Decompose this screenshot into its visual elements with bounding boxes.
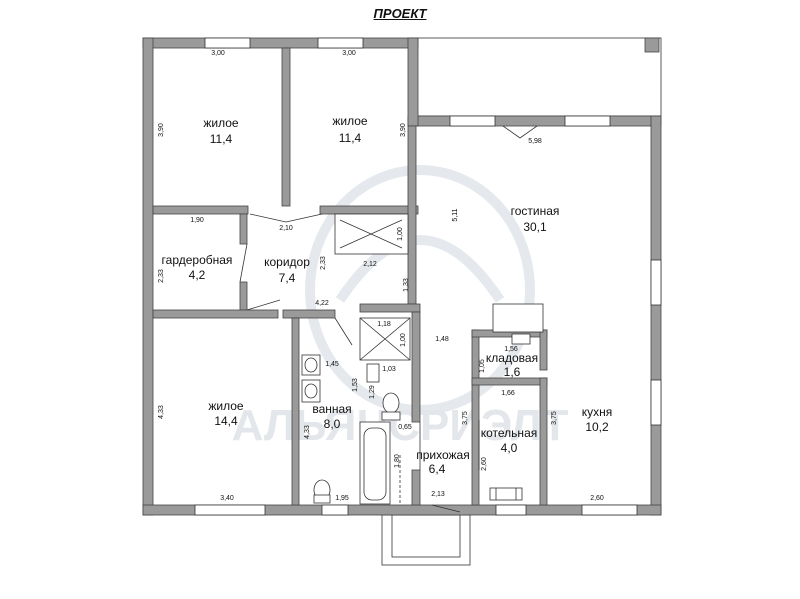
dimension-label: 1,95 xyxy=(335,495,349,502)
dimension-label: 2,60 xyxy=(590,495,604,502)
dimension-label: 1,03 xyxy=(382,366,396,373)
room-area: 6,4 xyxy=(429,462,446,476)
dimension-label: 1,53 xyxy=(352,378,359,392)
dimension-label: 1,18 xyxy=(377,321,391,328)
dimension-label: 1,80 xyxy=(394,454,401,468)
room-area: 14,4 xyxy=(214,414,238,428)
room-area: 10,2 xyxy=(585,420,609,434)
shower-cabin xyxy=(359,317,411,361)
room-name: гостиная xyxy=(511,204,560,218)
dimension-label: 3,40 xyxy=(220,495,234,502)
dimension-label: 1,33 xyxy=(403,278,410,292)
dimension-label: 1,90 xyxy=(190,217,204,224)
room-area: 7,4 xyxy=(279,271,296,285)
interior-walls xyxy=(152,47,548,506)
watermark-text: АЛЬЯНСРИЭЛТ xyxy=(232,401,569,450)
room-name: гардеробная xyxy=(162,253,233,267)
room-area: 4,0 xyxy=(501,441,518,455)
dimension-label: 1,05 xyxy=(479,359,486,373)
room-name: кухня xyxy=(582,405,613,419)
plan-title: ПРОЕКТ xyxy=(373,6,427,21)
room-name: коридор xyxy=(264,255,310,269)
room-area: 11,4 xyxy=(210,132,233,146)
dimension-label: 2,33 xyxy=(158,269,165,283)
dimension-label: 1,66 xyxy=(501,390,515,397)
kitchen-fixtures xyxy=(489,303,544,501)
dimension-label: 3,90 xyxy=(158,123,165,137)
outer-walls xyxy=(142,37,662,516)
dimension-label: 1,29 xyxy=(369,385,376,399)
room-name: жилое xyxy=(332,114,368,128)
dimension-label: 5,11 xyxy=(452,208,459,221)
dimension-label: 4,33 xyxy=(158,405,165,419)
room-name: прихожая xyxy=(416,448,469,462)
room-area: 4,2 xyxy=(189,268,206,282)
bathroom-fixtures xyxy=(301,354,401,505)
room-area: 11,4 xyxy=(339,131,362,145)
room-labels: жилое 11,4 жилое 11,4 гостиная 30,1 гард… xyxy=(162,114,613,476)
dimension-label: 4,33 xyxy=(304,425,311,439)
room-area: 30,1 xyxy=(523,220,547,234)
dimension-label: 3,90 xyxy=(400,123,407,137)
porch-outline xyxy=(381,514,471,566)
dimension-label: 5,98 xyxy=(528,138,542,145)
dimension-label: 1,45 xyxy=(325,361,339,368)
dimension-label: 3,00 xyxy=(211,50,225,57)
wardrobe-cabinet xyxy=(334,213,409,255)
dimension-label: 4,22 xyxy=(315,300,329,307)
dimension-labels: 3,00 3,00 3,90 3,90 5,98 5,11 1,90 2,10 … xyxy=(158,50,604,502)
dimension-label: 1,48 xyxy=(435,336,449,343)
dimension-label: 3,75 xyxy=(462,411,469,425)
room-name: котельная xyxy=(481,426,537,440)
dimension-label: 1,00 xyxy=(397,227,404,241)
room-area: 1,6 xyxy=(504,365,521,379)
room-name: жилое xyxy=(208,399,244,413)
dimension-label: 2,33 xyxy=(320,256,327,270)
dimension-label: 1,56 xyxy=(504,346,518,353)
dimension-label: 2,13 xyxy=(431,491,445,498)
room-area: 8,0 xyxy=(324,417,341,431)
room-name: кладовая xyxy=(486,351,538,365)
porch-inner xyxy=(391,514,461,558)
dimension-label: 1,00 xyxy=(400,333,407,347)
doors xyxy=(239,125,538,513)
dimension-label: 0,65 xyxy=(398,424,412,431)
windows xyxy=(194,37,662,516)
terrace-column xyxy=(644,37,660,53)
terrace-outline xyxy=(416,37,662,117)
dimension-label: 2,60 xyxy=(481,457,488,471)
dimension-label: 2,12 xyxy=(363,261,377,268)
room-name: жилое xyxy=(203,116,239,130)
dimension-label: 2,10 xyxy=(279,225,293,232)
dimension-label: 3,00 xyxy=(342,50,356,57)
dimension-label: 3,75 xyxy=(551,411,558,425)
room-name: ванная xyxy=(312,402,351,416)
